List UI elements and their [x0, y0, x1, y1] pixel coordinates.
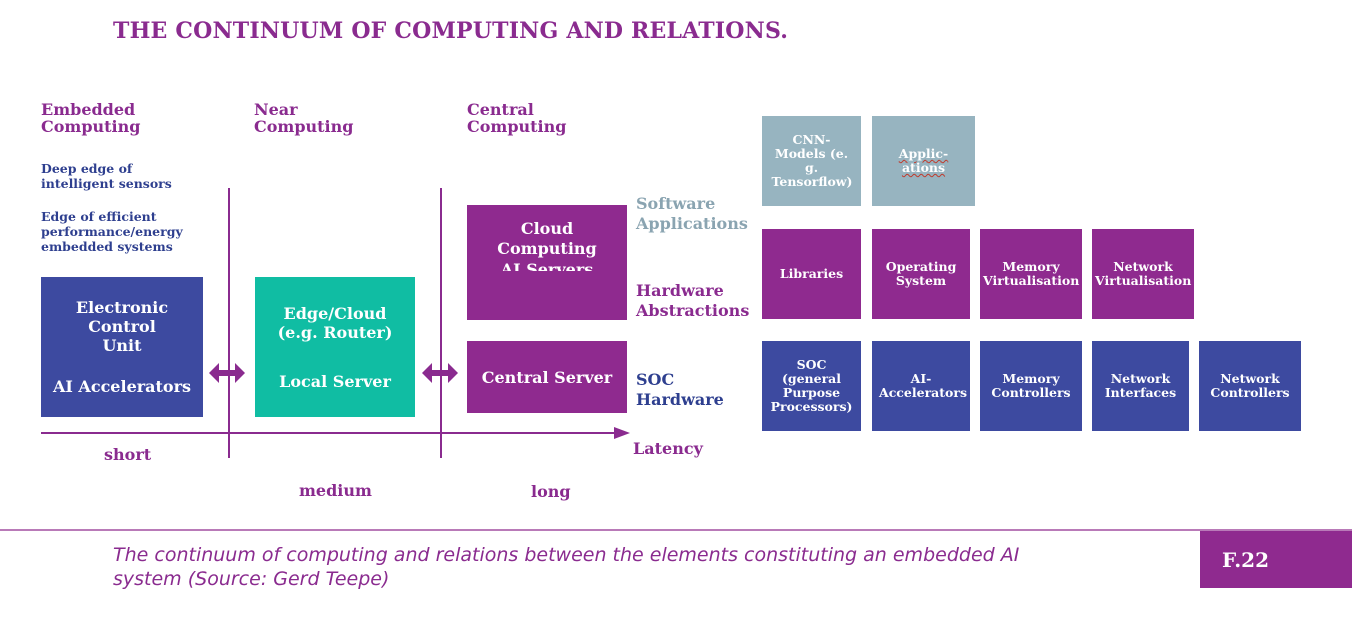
- heading-near-computing: Near Computing: [254, 100, 354, 136]
- connectors-svg: [41, 363, 630, 439]
- stack-cnn-models-label: CNN-Models (e. g. Tensorflow): [771, 132, 853, 189]
- stack-ai-accelerators-label: AI-Accelerators: [879, 371, 967, 400]
- stack-memory-controllers-label: Memory Controllers: [991, 371, 1071, 400]
- stack-memory-virtualisation: Memory Virtualisation: [980, 229, 1082, 319]
- ecu-label: Electronic Control Unit: [75, 298, 169, 355]
- central-server-label: Central Server: [481, 367, 613, 387]
- footer-divider: [0, 529, 1352, 531]
- latency-axis-arrow: [41, 427, 630, 439]
- heading-embedded-computing: Embedded Computing: [41, 100, 141, 136]
- figure-caption: The continuum of computing and relations…: [113, 544, 1020, 590]
- embedded-box: Electronic Control Unit AI Accelerators: [41, 277, 203, 417]
- stack-memory-controllers: Memory Controllers: [980, 341, 1082, 431]
- separator-embedded-near: [228, 188, 230, 458]
- ai-accelerators-label: AI Accelerators: [52, 377, 192, 396]
- latency-medium: medium: [299, 481, 372, 500]
- label-hardware-abstractions: Hardware Abstractions: [636, 281, 750, 320]
- stack-network-virtualisation-label: Network Virtualisation: [1095, 259, 1192, 288]
- latency-long: long: [531, 482, 571, 501]
- stack-soc: SOC (general Purpose Processors): [762, 341, 861, 431]
- cloud-computing-box: Cloud Computing AI Servers: [467, 205, 627, 320]
- ai-servers-label: AI Servers: [500, 260, 594, 271]
- stack-cnn-models: CNN-Models (e. g. Tensorflow): [762, 116, 861, 206]
- note-edge-efficient: Edge of efficient performance/energy emb…: [41, 209, 183, 254]
- double-arrow-icon: [209, 363, 245, 383]
- stack-network-controllers: Network Controllers: [1199, 341, 1301, 431]
- label-soc-hardware: SOC Hardware: [636, 370, 724, 409]
- page-title: THE CONTINUUM OF COMPUTING AND RELATIONS…: [113, 18, 789, 44]
- latency-label: Latency: [633, 439, 703, 458]
- stack-libraries-label: Libraries: [779, 266, 844, 281]
- cloud-computing-label: Cloud Computing: [497, 219, 597, 258]
- stack-operating-system-label: Operating System: [885, 259, 957, 288]
- stack-network-controllers-label: Network Controllers: [1210, 371, 1290, 400]
- central-server-box: Central Server: [467, 341, 627, 413]
- stack-applications-label: Applic-ations: [898, 146, 949, 175]
- stack-network-virtualisation: Network Virtualisation: [1092, 229, 1194, 319]
- label-software-applications: Software Applications: [636, 194, 748, 233]
- figure-label: F.22: [1222, 547, 1269, 572]
- stack-network-interfaces: Network Interfaces: [1092, 341, 1189, 431]
- local-server-label: Local Server: [279, 371, 391, 391]
- edge-cloud-label: Edge/Cloud (e.g. Router): [277, 303, 393, 342]
- stack-memory-virtualisation-label: Memory Virtualisation: [983, 259, 1080, 288]
- stack-network-interfaces-label: Network Interfaces: [1104, 371, 1177, 400]
- note-deep-edge: Deep edge of intelligent sensors: [41, 161, 172, 191]
- stack-libraries: Libraries: [762, 229, 861, 319]
- latency-short: short: [104, 445, 152, 464]
- near-box: Edge/Cloud (e.g. Router) Local Server: [255, 277, 415, 417]
- stack-applications: Applic-ations: [872, 116, 975, 206]
- separator-near-central: [440, 188, 442, 458]
- double-arrow-icon: [422, 363, 458, 383]
- stack-operating-system: Operating System: [872, 229, 970, 319]
- heading-central-computing: Central Computing: [467, 100, 567, 136]
- stack-soc-label: SOC (general Purpose Processors): [770, 357, 853, 414]
- figure-label-box: F.22: [1200, 531, 1352, 588]
- stack-ai-accelerators: AI-Accelerators: [872, 341, 970, 431]
